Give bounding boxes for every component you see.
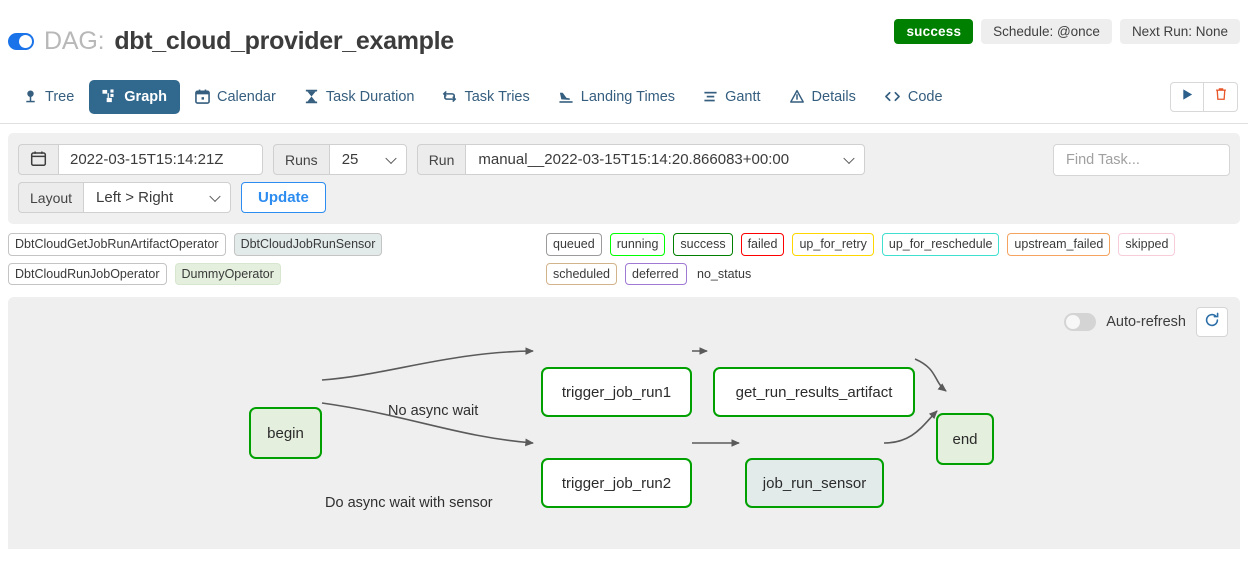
- status-legend-chip[interactable]: queued: [546, 233, 602, 256]
- update-button[interactable]: Update: [241, 182, 326, 213]
- calendar-icon-button[interactable]: [18, 144, 58, 175]
- layout-group: Layout Left > Right: [18, 182, 232, 213]
- operator-legend-chip[interactable]: DbtCloudGetJobRunArtifactOperator: [8, 233, 226, 256]
- play-icon: [1181, 88, 1194, 106]
- delete-dag-button[interactable]: [1204, 81, 1238, 112]
- auto-refresh-label: Auto-refresh: [1106, 314, 1186, 330]
- trigger-dag-button[interactable]: [1170, 81, 1204, 112]
- status-legend-chip[interactable]: success: [673, 233, 733, 256]
- hourglass-icon: [304, 89, 319, 104]
- tab-label: Gantt: [725, 88, 761, 105]
- tab-task-duration[interactable]: Task Duration: [291, 80, 428, 114]
- tab-label: Calendar: [216, 88, 276, 105]
- graph-edges: [321, 347, 947, 447]
- tab-label: Graph: [124, 88, 167, 105]
- graph-edge-label: Do async wait with sensor: [325, 495, 493, 511]
- graph-toolbar: Auto-refresh: [1064, 307, 1228, 337]
- dag-pause-toggle[interactable]: [8, 33, 34, 50]
- base-date-group: 2022-03-15T15:14:21Z: [18, 144, 263, 175]
- status-legend-chip[interactable]: up_for_retry: [792, 233, 874, 256]
- status-legend-chip[interactable]: scheduled: [546, 262, 617, 285]
- tab-code[interactable]: Code: [871, 80, 956, 114]
- code-icon: [884, 89, 901, 104]
- graph-node-begin[interactable]: begin: [249, 407, 322, 459]
- page-title: dbt_cloud_provider_example: [114, 27, 454, 55]
- filter-row-layout: Layout Left > Right Update: [18, 182, 1230, 213]
- graph-node-end[interactable]: end: [936, 413, 994, 465]
- operator-legend-chip[interactable]: DbtCloudJobRunSensor: [233, 233, 383, 256]
- no-status-label: no_status: [697, 266, 752, 281]
- tab-gantt[interactable]: Gantt: [690, 80, 773, 114]
- find-task-input[interactable]: Find Task...: [1053, 143, 1230, 176]
- num-runs-select[interactable]: 25: [328, 144, 407, 175]
- graph-panel: Auto-refresh begin trigger_job_run1 get_ru…: [8, 297, 1240, 549]
- schedule-badge[interactable]: Schedule: @once: [981, 19, 1112, 44]
- tab-label: Tree: [45, 88, 75, 105]
- tab-label: Landing Times: [580, 88, 676, 105]
- graph-node-job_run_sensor[interactable]: job_run_sensor: [745, 458, 884, 508]
- layout-select[interactable]: Left > Right: [83, 182, 232, 213]
- runs-group: Runs 25: [273, 144, 407, 175]
- dag-label: DAG:: [44, 27, 105, 55]
- run-group: Run manual__2022-03-15T15:14:20.866083+0…: [416, 144, 866, 175]
- base-date-input[interactable]: 2022-03-15T15:14:21Z: [58, 144, 263, 175]
- dag-run-select[interactable]: manual__2022-03-15T15:14:20.866083+00:00: [465, 144, 866, 175]
- operator-legend-chip[interactable]: DummyOperator: [174, 262, 281, 285]
- trash-icon: [1214, 87, 1228, 106]
- graph-node-trigger_job_run1[interactable]: trigger_job_run1: [541, 367, 692, 417]
- filter-bar: 2022-03-15T15:14:21Z Runs 25 Run manual_…: [8, 133, 1240, 224]
- tab-calendar[interactable]: Calendar: [182, 80, 289, 114]
- tab-label: Task Duration: [325, 88, 415, 105]
- refresh-button[interactable]: [1196, 307, 1228, 337]
- next-run-badge: Next Run: None: [1119, 19, 1240, 44]
- calendar-icon: [30, 150, 47, 170]
- tab-label: Details: [811, 88, 856, 105]
- status-legend-chip[interactable]: failed: [740, 233, 785, 256]
- page-header: DAG: dbt_cloud_provider_example success …: [0, 0, 1248, 70]
- dag-action-buttons: [1170, 81, 1238, 112]
- calendar-icon: [195, 89, 210, 104]
- landing-icon: [558, 89, 574, 104]
- runs-label: Runs: [273, 144, 329, 175]
- view-tabbar: Tree Graph Calendar Task Duration Task T…: [0, 70, 1248, 124]
- graph-node-trigger_job_run2[interactable]: trigger_job_run2: [541, 458, 692, 508]
- auto-refresh-toggle[interactable]: [1064, 313, 1097, 331]
- tab-tree[interactable]: Tree: [10, 80, 87, 114]
- tab-task-tries[interactable]: Task Tries: [429, 80, 542, 114]
- status-legend-chip[interactable]: upstream_failed: [1007, 233, 1111, 256]
- operator-legend-chip[interactable]: DbtCloudRunJobOperator: [8, 262, 167, 285]
- run-label: Run: [416, 144, 466, 175]
- warning-icon: [789, 89, 805, 104]
- tab-details[interactable]: Details: [776, 80, 869, 114]
- tab-graph[interactable]: Graph: [89, 79, 180, 114]
- dag-title-row: DAG: dbt_cloud_provider_example: [8, 27, 454, 56]
- graph-edge-label: No async wait: [388, 403, 479, 419]
- status-legend-chip[interactable]: deferred: [625, 262, 687, 285]
- tree-icon: [23, 89, 38, 104]
- layout-label: Layout: [18, 182, 84, 213]
- tab-landing-times[interactable]: Landing Times: [545, 80, 688, 114]
- status-legend-chip[interactable]: skipped: [1118, 233, 1176, 256]
- header-badges: success Schedule: @once Next Run: None: [894, 19, 1240, 44]
- tab-label: Task Tries: [464, 88, 530, 105]
- filter-row-primary: 2022-03-15T15:14:21Z Runs 25 Run manual_…: [18, 143, 1230, 176]
- status-legend-chip[interactable]: running: [609, 233, 666, 256]
- status-legend: queued running success failed up_for_retry up…: [546, 233, 1240, 285]
- graph-node-get_run_results_artifact[interactable]: get_run_results_artifact: [713, 367, 915, 417]
- graph-icon: [102, 89, 117, 104]
- retry-icon: [442, 89, 457, 104]
- refresh-icon: [1204, 312, 1220, 333]
- tab-label: Code: [907, 88, 943, 105]
- gantt-icon: [703, 89, 718, 104]
- status-legend-chip[interactable]: up_for_reschedule: [881, 233, 1000, 256]
- status-badge: success: [894, 19, 974, 44]
